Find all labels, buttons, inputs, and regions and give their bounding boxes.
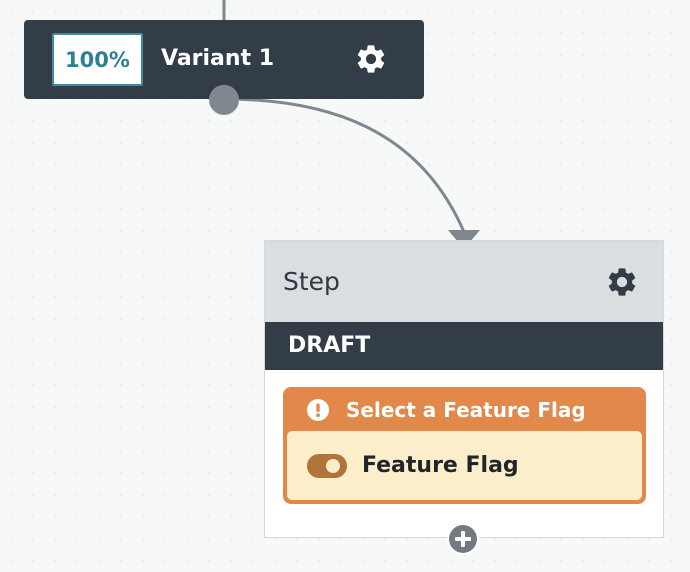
- variant-node[interactable]: 100% Variant 1: [24, 20, 424, 115]
- variant-to-step-connector: [223, 97, 466, 233]
- toggle-icon[interactable]: [307, 454, 347, 478]
- toggle-knob: [326, 459, 340, 473]
- feature-flag-card[interactable]: Select a Feature Flag Feature Flag: [283, 387, 646, 504]
- variant-percentage-badge[interactable]: 100%: [52, 33, 143, 86]
- gear-icon[interactable]: [354, 42, 388, 76]
- plus-circle-icon[interactable]: [447, 523, 479, 555]
- exclamation-circle-icon: [307, 399, 329, 421]
- gear-icon[interactable]: [605, 265, 639, 299]
- feature-flag-card-title: Select a Feature Flag: [346, 398, 586, 422]
- status-label: DRAFT: [288, 333, 371, 358]
- feature-flag-item[interactable]: Feature Flag: [287, 431, 642, 500]
- feature-flag-card-header: Select a Feature Flag: [283, 387, 646, 431]
- status-bar: DRAFT: [265, 322, 663, 370]
- step-node[interactable]: Step DRAFT Select a Feature Flag: [264, 240, 664, 538]
- variant-output-handle[interactable]: [209, 85, 239, 115]
- step-title: Step: [283, 267, 340, 296]
- variant-name: Variant 1: [161, 46, 275, 71]
- feature-flag-label: Feature Flag: [362, 453, 519, 478]
- step-header: Step: [265, 241, 663, 322]
